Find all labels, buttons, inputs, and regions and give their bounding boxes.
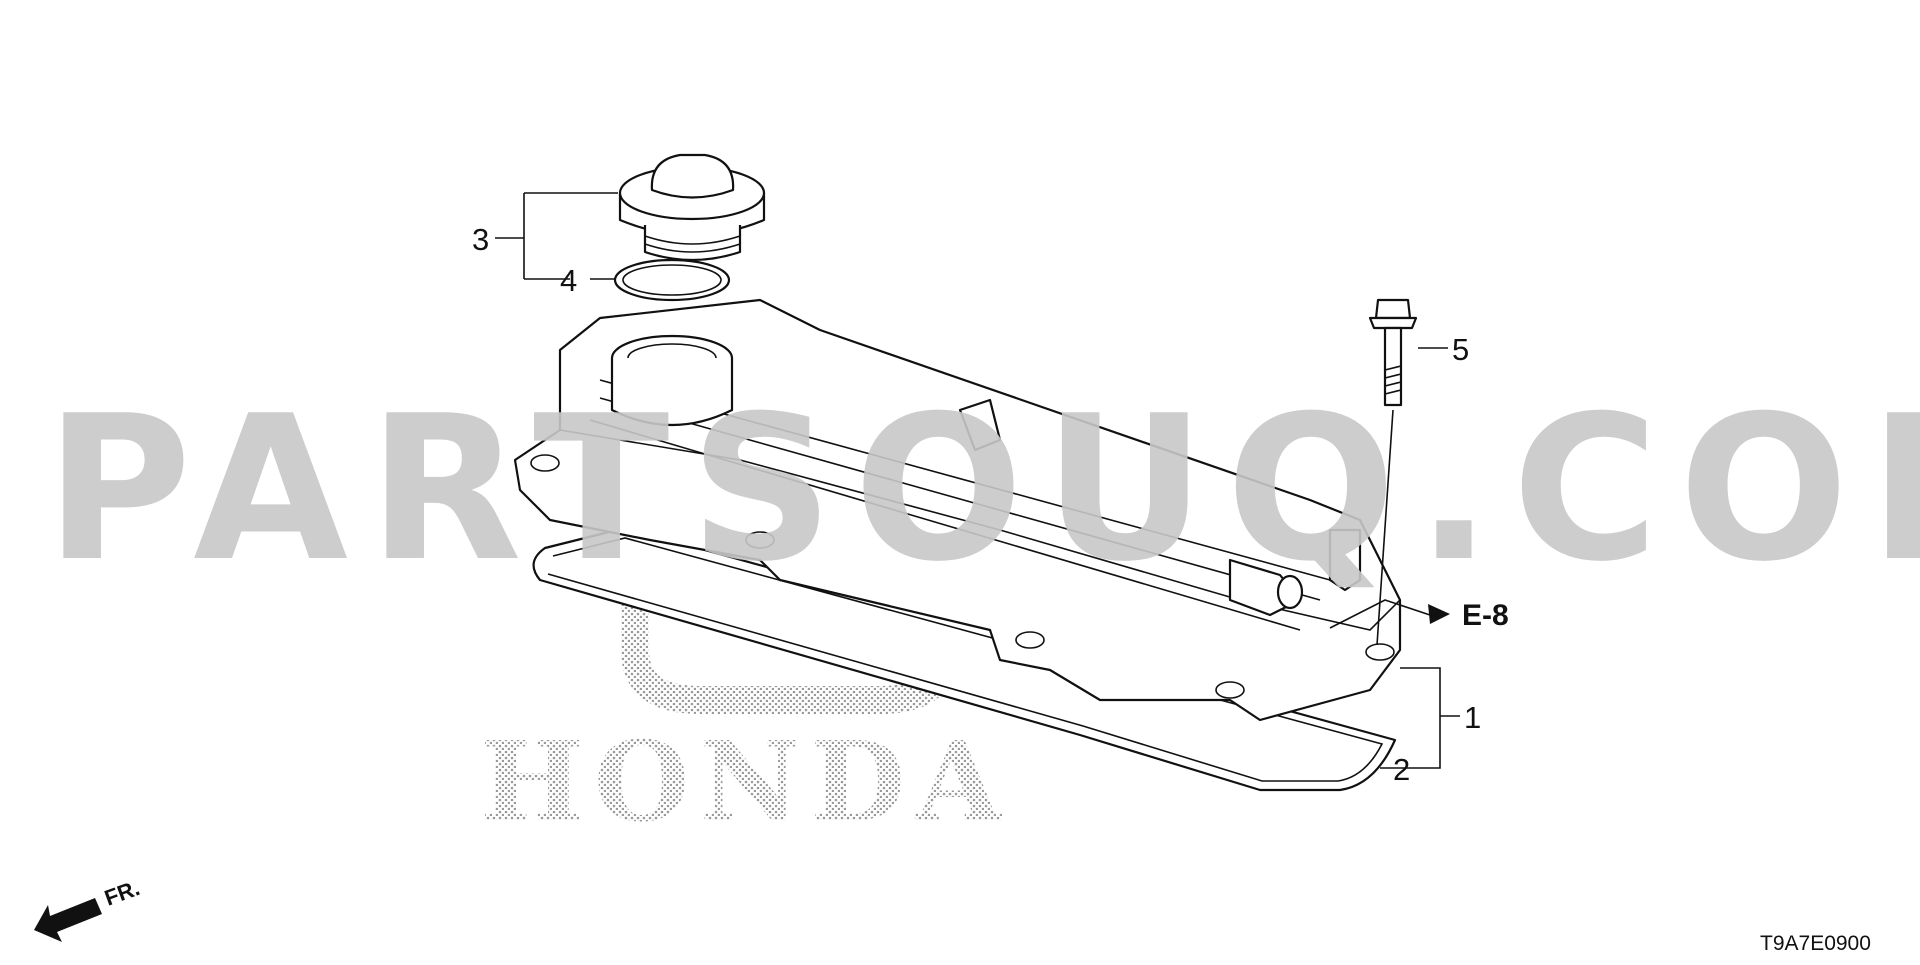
honda-watermark-text: HONDA (480, 717, 1011, 846)
front-direction-arrow-icon (34, 898, 102, 942)
callout-5: 5 (1452, 332, 1469, 367)
head-cover-gasket (532, 526, 1397, 792)
cylinder-head-cover (513, 298, 1402, 722)
callout-1: 1 (1464, 700, 1481, 735)
front-direction-label: FR. (101, 875, 143, 911)
reference-e8-label: E-8 (1462, 599, 1509, 632)
partsouq-watermark-text: PARTSOUQ.COM (45, 373, 1920, 606)
flange-bolt (1368, 298, 1418, 646)
o-ring (613, 258, 731, 302)
callout-4: 4 (560, 263, 577, 298)
leader-lines (495, 192, 1460, 769)
oil-filler-cap (618, 153, 766, 262)
callout-2: 2 (1393, 752, 1410, 787)
diagram-code: T9A7E0900 (1760, 932, 1871, 955)
callout-3: 3 (472, 222, 489, 257)
